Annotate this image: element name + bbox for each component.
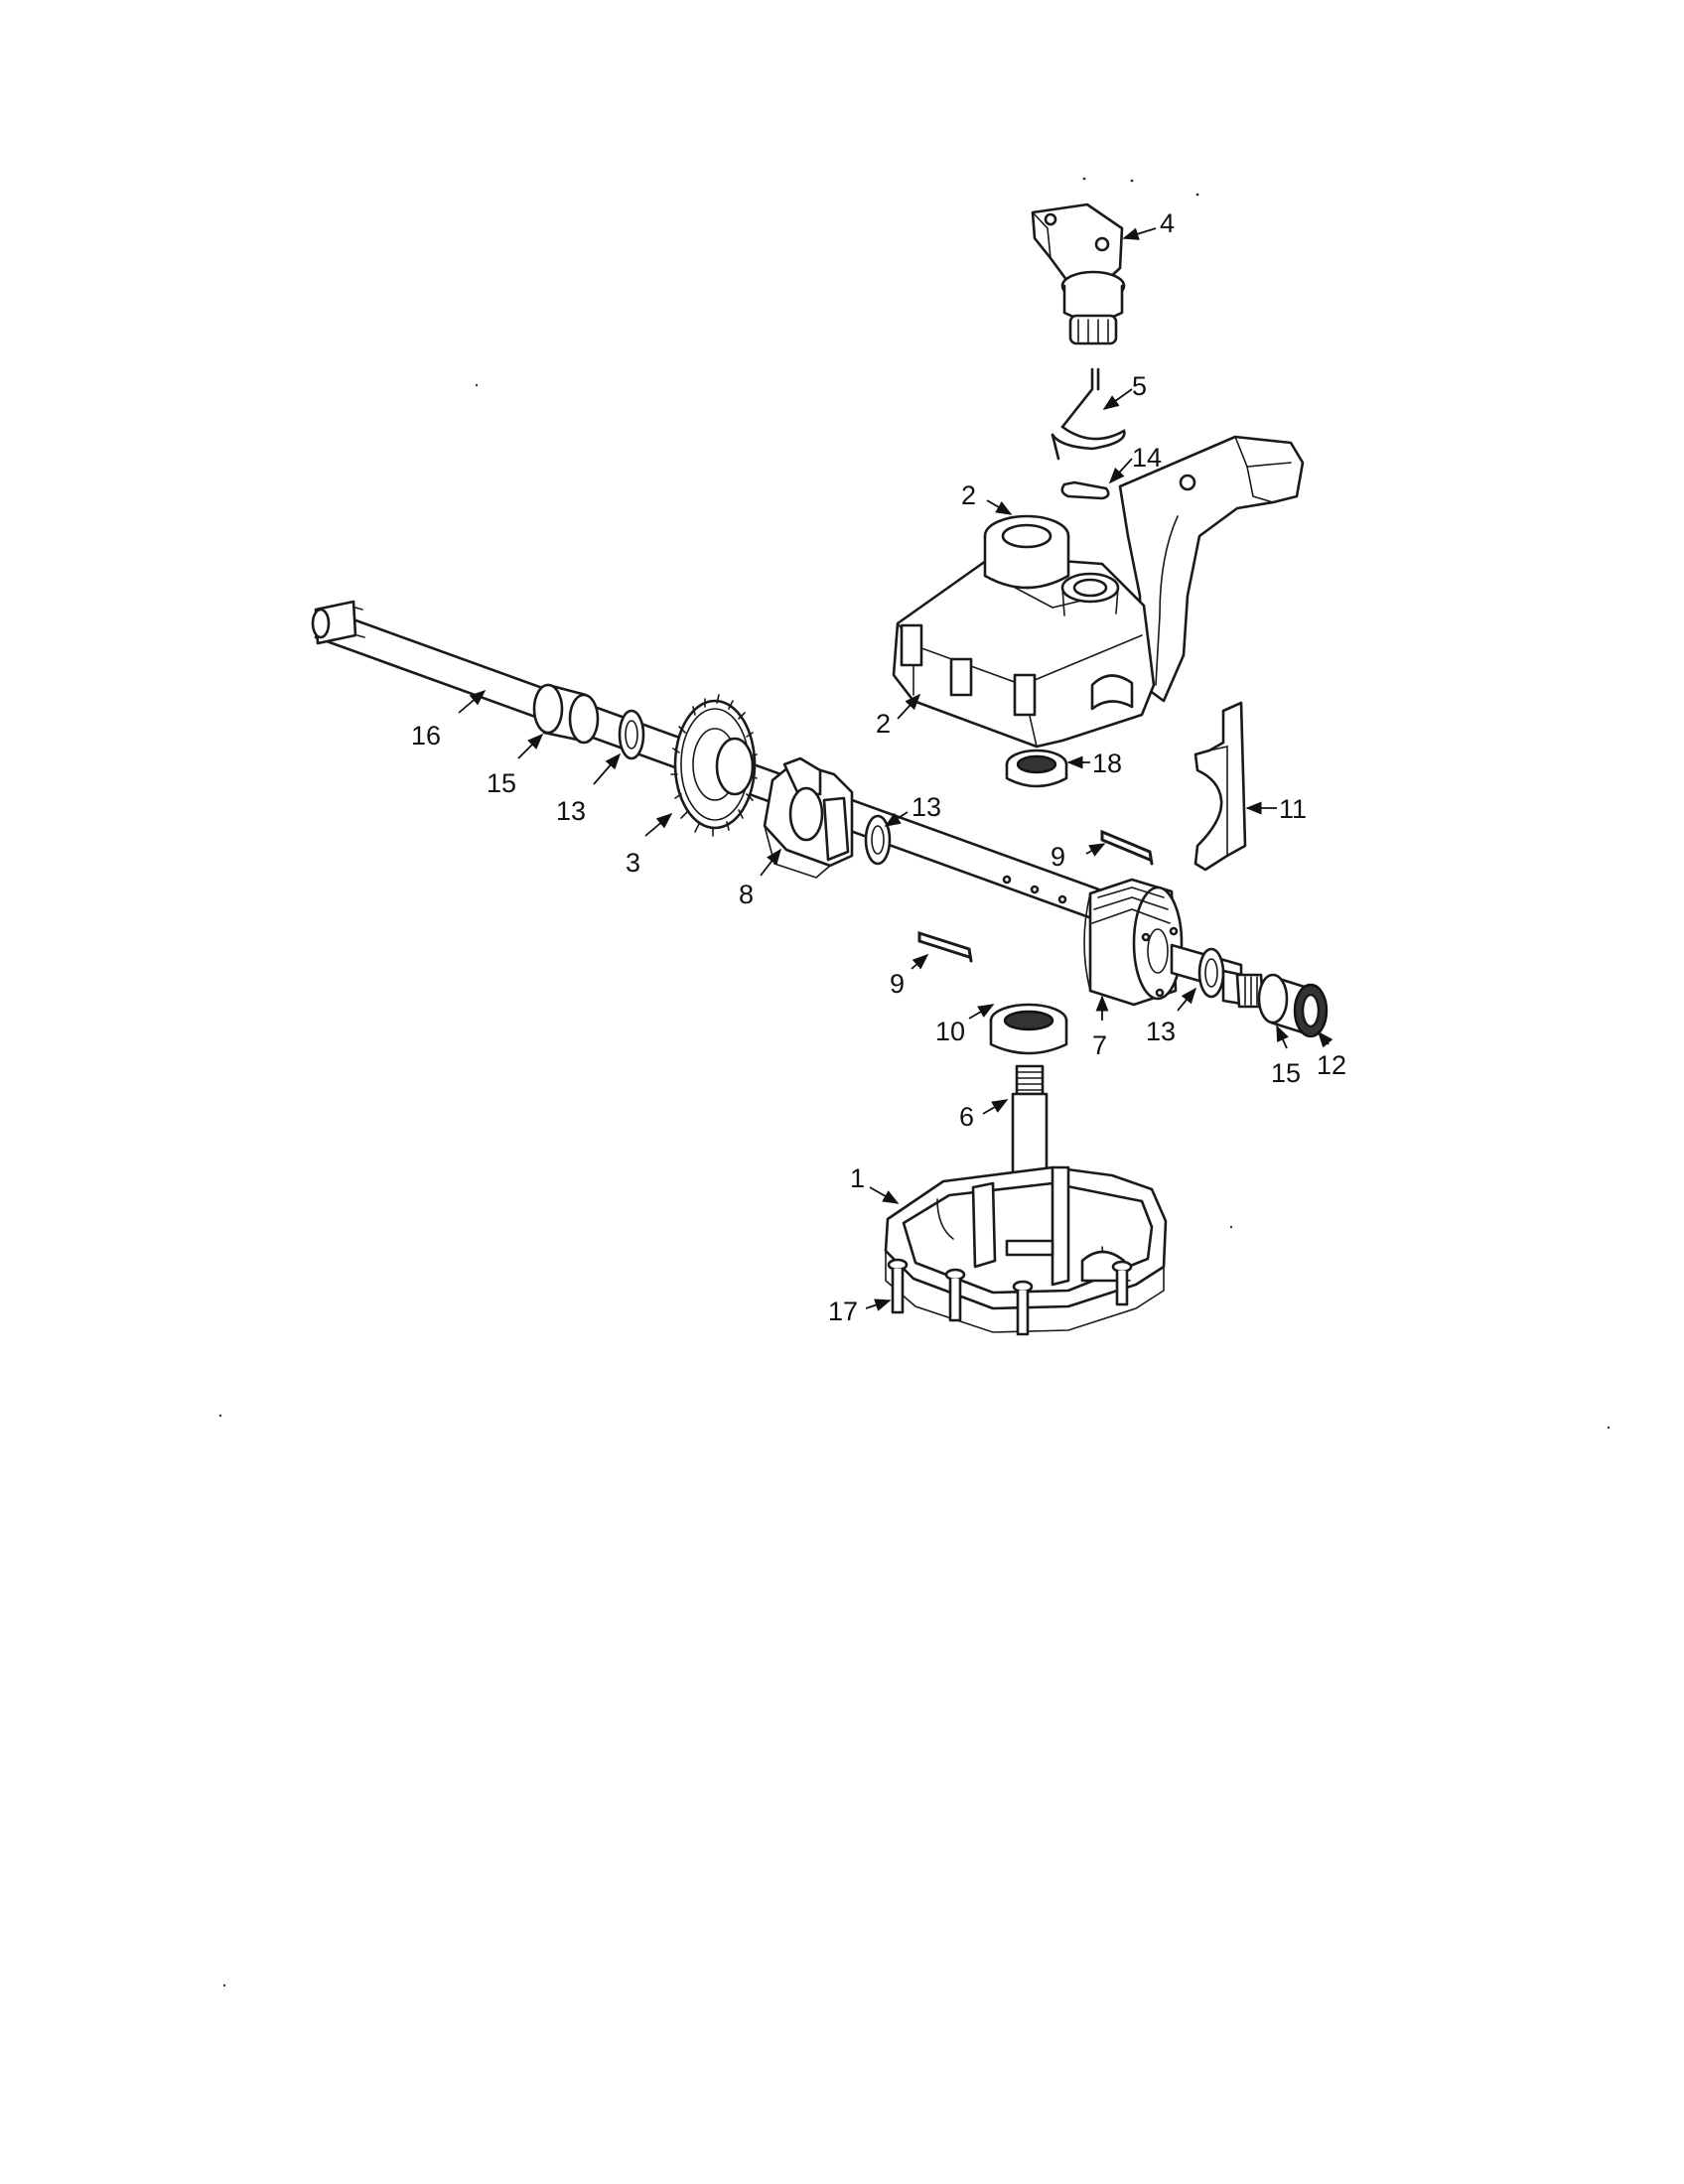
callout-13-right: 13: [1146, 1017, 1176, 1046]
callout-1: 1: [850, 1163, 865, 1193]
part-13-washer-mid: [864, 814, 892, 866]
callout-9-upper: 9: [1051, 842, 1065, 872]
screw: [1012, 1280, 1034, 1336]
part-4-shift-actuator: [1031, 203, 1126, 345]
part-5-spring: [1051, 367, 1126, 461]
callouts: 4 5 14 2 2 16 15 13 3 8 13 18 11 9 9 10: [411, 208, 1346, 1326]
callout-17: 17: [828, 1297, 858, 1326]
screw: [944, 1268, 966, 1322]
callout-14: 14: [1132, 443, 1162, 473]
part-9-pin-upper: [1100, 829, 1154, 866]
part-15-bushing-left: [532, 683, 600, 745]
callout-18: 18: [1092, 749, 1122, 778]
part-11-shift-fork: [1193, 701, 1247, 872]
callout-7: 7: [1092, 1030, 1107, 1060]
callout-15-right: 15: [1271, 1058, 1301, 1088]
callout-15-left: 15: [487, 768, 516, 798]
callout-2-bottom: 2: [876, 709, 891, 739]
callout-9-lower: 9: [890, 969, 905, 999]
part-18-bearing: [1005, 749, 1068, 788]
part-7-worm-gear: [1083, 878, 1184, 1007]
callout-11: 11: [1279, 794, 1307, 824]
callout-13-mid: 13: [912, 792, 941, 822]
callout-3: 3: [626, 848, 640, 878]
screw: [1111, 1260, 1133, 1306]
part-3-gear: [670, 694, 758, 837]
callout-16: 16: [411, 721, 441, 751]
part-9-pin-lower: [917, 930, 973, 963]
scan-specks: [218, 177, 1611, 1987]
callout-5: 5: [1132, 371, 1147, 401]
part-8-clutch-dog: [763, 756, 854, 879]
part-2-upper-housing: [892, 435, 1305, 749]
part-14-clip: [1060, 480, 1110, 500]
callout-13-left: 13: [556, 796, 586, 826]
callout-2-top: 2: [961, 480, 976, 510]
callout-6: 6: [959, 1102, 974, 1132]
screw: [887, 1258, 909, 1314]
part-10-bearing: [989, 1003, 1068, 1055]
part-17-screws: [887, 1258, 1133, 1336]
callout-8: 8: [739, 880, 754, 909]
part-13-washer-left: [618, 709, 645, 760]
callout-4: 4: [1160, 208, 1175, 238]
part-13-washer-right: [1170, 943, 1265, 1009]
part-12-seal: [1293, 983, 1329, 1038]
callout-12: 12: [1317, 1050, 1346, 1080]
callout-10: 10: [935, 1017, 965, 1046]
